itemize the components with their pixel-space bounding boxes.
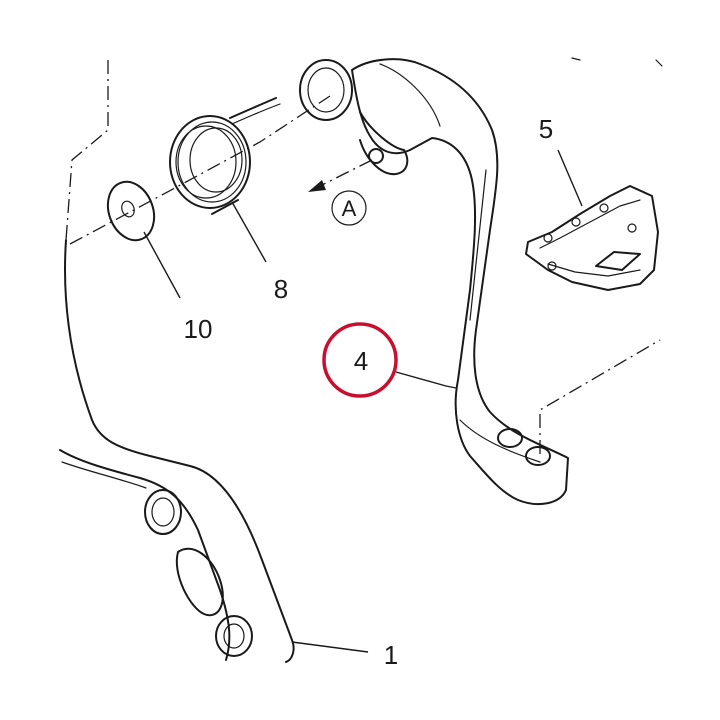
lever-pin-hole (368, 148, 384, 164)
lever-bore-lower (215, 615, 253, 657)
return-spring (169, 97, 281, 215)
footpeg (525, 185, 659, 291)
footpeg-slot (595, 251, 641, 271)
lever-end-hole-1 (497, 428, 523, 448)
callout-1: 1 (384, 640, 398, 670)
view-a-indicator: A (308, 159, 373, 226)
highlight-circle (322, 322, 398, 398)
lever-slot (175, 547, 224, 617)
callout-8: 8 (274, 274, 288, 304)
callout-4: 4 (354, 346, 368, 376)
callout-10: 10 (184, 314, 213, 344)
view-a-label: A (342, 196, 357, 221)
lever-end-hole-2 (525, 446, 551, 466)
shift-lever (351, 58, 569, 506)
leader-1 (291, 641, 369, 653)
peg-axis (539, 339, 661, 454)
leader-4 (395, 371, 457, 389)
cropped-part-edge (571, 57, 663, 67)
view-arrow-head (308, 180, 326, 192)
view-a-circle (331, 190, 367, 226)
leader-10 (143, 231, 181, 299)
pivot-bushing (299, 59, 353, 121)
frame-centerline (65, 60, 109, 241)
leader-8 (231, 201, 267, 263)
lever-bore-upper (144, 489, 182, 535)
leader-5 (557, 149, 583, 207)
brake-pedal-lever (59, 239, 295, 663)
callout-5: 5 (539, 114, 553, 144)
assembly-axis (69, 95, 331, 245)
washer (106, 180, 156, 242)
